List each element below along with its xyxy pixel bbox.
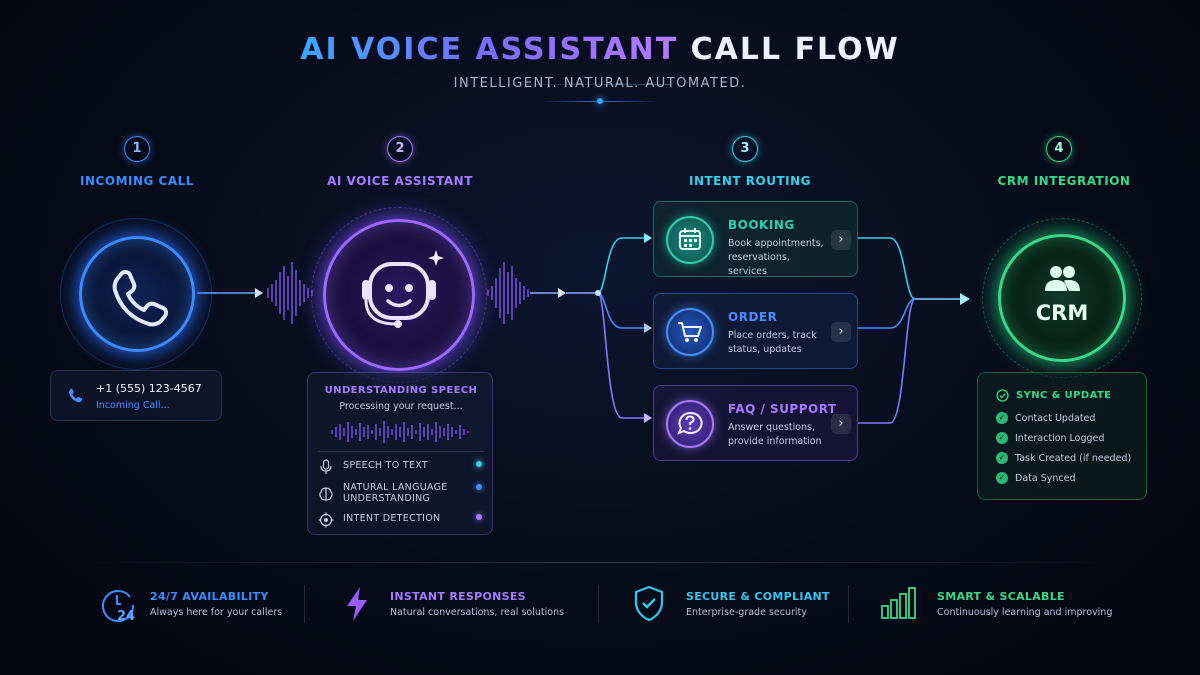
svg-text:24: 24 <box>117 609 135 623</box>
check-circle-outline-icon <box>996 389 1009 402</box>
lightning-icon <box>347 587 367 621</box>
intent-name: FAQ / SUPPORT <box>728 402 837 416</box>
clock-24-icon: 24 <box>102 590 135 623</box>
feature-title: SECURE & COMPLIANT <box>686 590 830 603</box>
connector-to-order <box>597 292 648 329</box>
feature-smart-scalable: SMART & SCALABLE Continuously learning a… <box>880 587 1130 630</box>
status-dot-nlu <box>476 484 482 490</box>
chevron-right-icon[interactable]: › <box>831 414 851 434</box>
intent-desc: Book appointments, reservations, service… <box>728 238 824 277</box>
feature-desc: Continuously learning and improving <box>937 607 1113 618</box>
connector-booking-crm <box>858 237 916 300</box>
help-bubble-icon <box>677 411 703 435</box>
step-number-1: 1 <box>124 136 150 162</box>
connector-to-booking <box>597 237 648 294</box>
caller-number: +1 (555) 123-4567 <box>96 382 202 395</box>
connector-faq-crm <box>858 298 916 424</box>
intent-card-faq-support[interactable]: FAQ / SUPPORT Answer questions, provide … <box>653 385 858 461</box>
feature-separator <box>848 585 849 623</box>
feature-desc: Always here for your callers <box>150 607 283 618</box>
page-subtitle: INTELLIGENT. NATURAL. AUTOMATED. <box>453 76 747 91</box>
users-icon <box>1045 266 1080 291</box>
connector-to-faq <box>597 292 648 419</box>
target-icon <box>318 512 334 528</box>
phone-icon <box>112 269 169 327</box>
step-label-ai-voice-assistant: AI VOICE ASSISTANT <box>327 174 473 188</box>
shield-check-icon <box>634 585 664 622</box>
robot-headset-icon <box>362 250 444 328</box>
intent-card-order[interactable]: ORDER Place orders, track status, update… <box>653 293 858 369</box>
feature-separator <box>304 585 305 623</box>
intent-name: ORDER <box>728 310 778 324</box>
incoming-call-ring <box>79 236 195 352</box>
speech-panel-status: Processing your request... <box>339 401 463 412</box>
feature-secure: SECURE & COMPLIANT Enterprise-grade secu… <box>632 585 842 630</box>
connector-order-crm <box>858 298 916 329</box>
step-label-incoming-call: INCOMING CALL <box>80 174 194 188</box>
voice-wave-right <box>487 262 529 324</box>
feature-desc: Enterprise-grade security <box>686 607 807 618</box>
call-status: Incoming Call... <box>96 400 170 411</box>
speech-panel-title: UNDERSTANDING SPEECH <box>324 385 478 396</box>
speech-waveform <box>331 421 469 443</box>
check-icon: ✓ <box>996 472 1008 484</box>
title-highlight: AI VOICE ASSISTANT <box>300 32 679 67</box>
understanding-speech-panel: UNDERSTANDING SPEECH Processing your req… <box>307 372 493 535</box>
microphone-icon <box>320 459 332 474</box>
subtitle-dot <box>597 98 603 104</box>
title-rest: CALL FLOW <box>690 32 900 67</box>
feature-title: INSTANT RESPONSES <box>390 590 526 603</box>
intent-desc: Place orders, track status, updates <box>728 330 817 355</box>
speech-panel-divider <box>318 451 484 452</box>
calendar-icon <box>679 228 701 250</box>
faq-icon-circle <box>666 400 714 448</box>
bar-chart-icon <box>881 587 916 619</box>
intent-name: BOOKING <box>728 218 795 232</box>
arrow-call-assistant <box>255 288 263 298</box>
order-icon-circle <box>666 308 714 356</box>
arrow-to-order <box>644 323 652 333</box>
crm-label: CRM <box>1035 301 1089 325</box>
process-label: INTENT DETECTION <box>343 513 441 524</box>
features-divider <box>70 562 1130 563</box>
check-icon: ✓ <box>996 412 1008 424</box>
step-number-2: 2 <box>387 136 413 162</box>
intent-desc: Answer questions, provide information <box>728 422 822 447</box>
feature-instant-responses: INSTANT RESPONSES Natural conversations,… <box>342 587 582 630</box>
feature-title: 24/7 AVAILABILITY <box>150 590 269 603</box>
process-label: SPEECH TO TEXT <box>343 460 429 471</box>
phone-small-icon <box>68 388 83 403</box>
check-icon: ✓ <box>996 432 1008 444</box>
status-dot-intent <box>476 514 482 520</box>
arrow-routing-crm <box>960 293 970 305</box>
feature-separator <box>598 585 599 623</box>
intent-card-booking[interactable]: BOOKING Book appointments, reservations,… <box>653 201 858 277</box>
feature-desc: Natural conversations, real solutions <box>390 607 565 618</box>
status-dot-speech <box>476 461 482 467</box>
assistant-ring <box>323 219 475 371</box>
process-label: NATURAL LANGUAGE UNDERSTANDING <box>343 482 448 504</box>
arrow-to-booking <box>644 233 652 243</box>
step-number-3: 3 <box>732 136 758 162</box>
step-label-intent-routing: INTENT ROUTING <box>688 174 812 188</box>
booking-icon-circle <box>666 216 714 264</box>
step-label-crm-integration: CRM INTEGRATION <box>997 174 1131 188</box>
sync-panel-title: SYNC & UPDATE <box>1016 390 1112 401</box>
cart-icon <box>678 322 702 342</box>
page-title: AI VOICE ASSISTANT CALL FLOW <box>0 32 1200 67</box>
arrow-to-faq <box>644 413 652 423</box>
crm-ring: CRM <box>998 234 1126 362</box>
chevron-right-icon[interactable]: › <box>831 230 851 250</box>
feature-title: SMART & SCALABLE <box>937 590 1065 603</box>
voice-wave-left <box>267 262 313 324</box>
brain-icon <box>319 487 333 501</box>
subtitle-line-left <box>455 84 670 85</box>
arrow-assistant-routing <box>558 288 566 298</box>
check-icon: ✓ <box>996 452 1008 464</box>
feature-availability: 24 24/7 AVAILABILITY Always here for you… <box>100 590 300 630</box>
chevron-right-icon[interactable]: › <box>831 322 851 342</box>
step-number-4: 4 <box>1046 136 1072 162</box>
incoming-call-card[interactable]: +1 (555) 123-4567 Incoming Call... <box>50 370 222 421</box>
